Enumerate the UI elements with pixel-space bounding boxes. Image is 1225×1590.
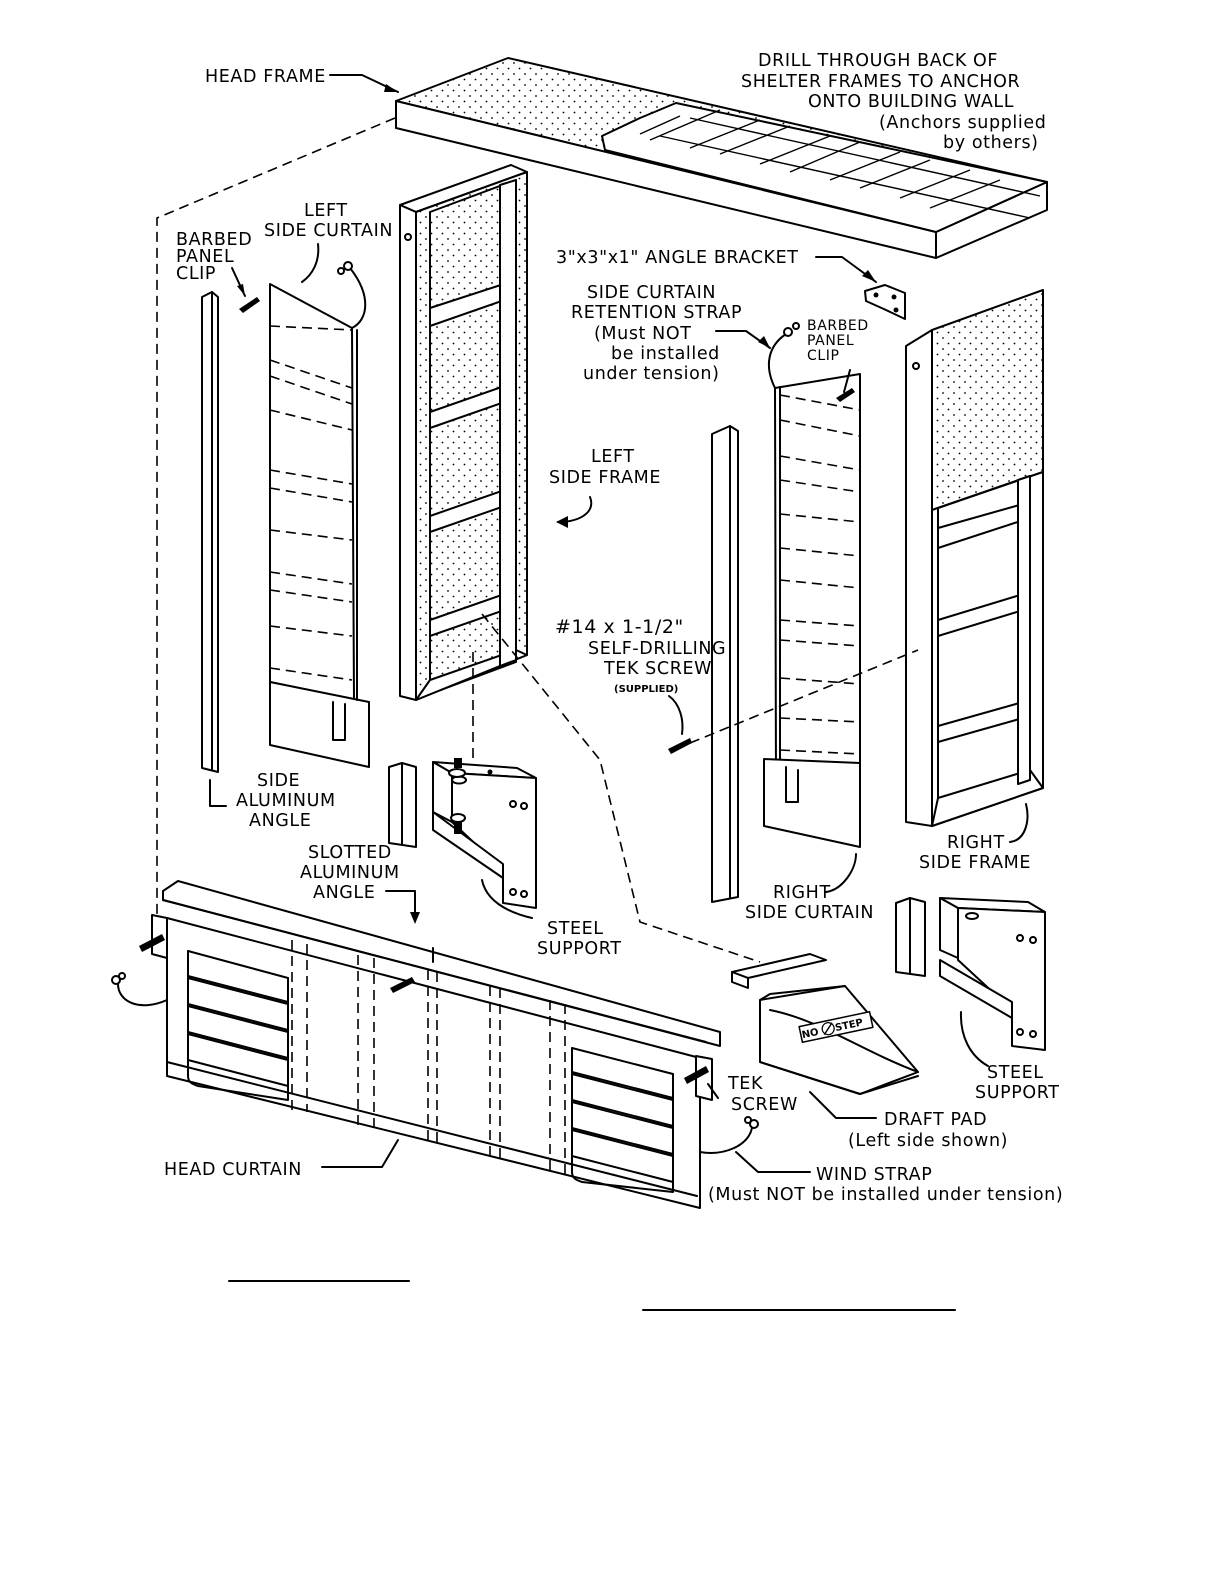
- left-side-frame: [399, 164, 528, 701]
- draft-pad-leader: [809, 1091, 877, 1119]
- head-frame: [395, 57, 1048, 259]
- slotted-angle-leader: [385, 890, 416, 919]
- label-screw-3: TEK SCREW: [603, 659, 712, 679]
- tek-screw-icon-supplied: [668, 695, 692, 754]
- label-side-angle-1: SIDE: [257, 771, 300, 791]
- label-barbed-left-3: CLIP: [176, 264, 216, 284]
- right-side-frame: [905, 289, 1044, 827]
- label-right-curtain-2: SIDE CURTAIN: [745, 903, 874, 923]
- label-drill-2: SHELTER FRAMES TO ANCHOR: [741, 72, 1020, 92]
- label-retention-2: RETENTION STRAP: [571, 303, 742, 323]
- right-frame-leader: [1009, 803, 1029, 843]
- side-aluminum-angle-right: [711, 425, 739, 903]
- head-curtain: [111, 880, 759, 1209]
- label-left-frame-2: SIDE FRAME: [549, 468, 661, 488]
- label-retention-5: under tension): [583, 364, 720, 384]
- label-draft-1: DRAFT PAD: [884, 1110, 987, 1130]
- label-barbed-left-2: PANEL: [176, 247, 234, 267]
- label-screw-1: #14 x 1-1/2": [555, 616, 684, 638]
- svg-text:NO: NO: [801, 1027, 820, 1041]
- label-screw-2: SELF-DRILLING: [588, 639, 726, 659]
- label-retention-4: be installed: [611, 344, 720, 364]
- steel-support-left: [388, 758, 537, 909]
- label-slotted-3: ANGLE: [313, 883, 375, 903]
- label-head-frame: HEAD FRAME: [205, 67, 326, 87]
- steel-support-right: [895, 897, 1046, 1051]
- label-slotted-1: SLOTTED: [308, 843, 392, 863]
- label-right-frame-2: SIDE FRAME: [919, 853, 1031, 873]
- no-step-logo: NO STEP: [798, 1010, 874, 1044]
- angle-bracket: [864, 284, 906, 320]
- tek-screw-leader: [707, 1083, 719, 1099]
- draft-pad: NO STEP: [731, 953, 919, 1095]
- label-left-frame-1: LEFT: [591, 447, 635, 467]
- side-angle-leader: [209, 779, 227, 807]
- label-tek-2: SCREW: [731, 1095, 798, 1115]
- label-barbed-left-1: BARBED: [176, 230, 252, 250]
- barbed-panel-clip-icon-right: [836, 369, 855, 402]
- label-steel-right-2: SUPPORT: [975, 1083, 1060, 1103]
- label-side-angle-3: ANGLE: [249, 811, 311, 831]
- label-right-frame-1: RIGHT: [947, 833, 1005, 853]
- label-barbed-right-3: CLIP: [807, 348, 840, 364]
- alignment-line-draft: [481, 613, 761, 963]
- left-curtain-leader: [301, 243, 320, 283]
- label-steel-right-1: STEEL: [987, 1063, 1044, 1083]
- label-right-curtain-1: RIGHT: [773, 883, 831, 903]
- label-angle-bracket: 3"x3"x1" ANGLE BRACKET: [556, 248, 799, 268]
- right-curtain-leader: [825, 853, 857, 893]
- label-left-curtain-2: SIDE CURTAIN: [264, 221, 393, 241]
- label-drill-1: DRILL THROUGH BACK OF: [758, 51, 998, 71]
- head-frame-leader: [329, 74, 399, 93]
- label-retention-1: SIDE CURTAIN: [587, 283, 716, 303]
- label-drill-3: ONTO BUILDING WALL: [808, 92, 1014, 112]
- label-steel-left-1: STEEL: [547, 919, 604, 939]
- label-barbed-right-2: PANEL: [807, 333, 854, 349]
- barbed-panel-clip-icon-left: [231, 267, 260, 313]
- head-curtain-leader: [321, 1139, 399, 1168]
- label-barbed-right-1: BARBED: [807, 318, 869, 334]
- label-wind-2: (Must NOT be installed under tension): [708, 1185, 1063, 1205]
- blank-rules: [228, 1280, 956, 1311]
- callout-labels: HEAD FRAME DRILL THROUGH BACK OF SHELTER…: [164, 51, 1063, 1205]
- alignment-line-screw: [689, 649, 919, 744]
- left-frame-leader: [557, 496, 593, 523]
- label-drill-4: (Anchors supplied: [879, 113, 1046, 133]
- right-side-curtain: [763, 322, 861, 848]
- label-slotted-2: ALUMINUM: [300, 863, 400, 883]
- label-wind-1: WIND STRAP: [816, 1165, 932, 1185]
- steel-support-right-leader: [959, 1011, 989, 1067]
- steel-support-left-leader: [481, 879, 533, 919]
- label-draft-2: (Left side shown): [848, 1131, 1008, 1151]
- label-head-curtain: HEAD CURTAIN: [164, 1160, 302, 1180]
- label-drill-5: by others): [943, 133, 1039, 153]
- label-side-angle-2: ALUMINUM: [236, 791, 336, 811]
- label-retention-3: (Must NOT: [594, 324, 692, 344]
- label-screw-4: (SUPPLIED): [614, 684, 678, 695]
- angle-bracket-leader: [815, 256, 877, 283]
- left-side-curtain: [269, 261, 370, 768]
- label-left-curtain-1: LEFT: [304, 201, 348, 221]
- alignment-line-head-left: [156, 117, 396, 918]
- label-steel-left-2: SUPPORT: [537, 939, 622, 959]
- side-aluminum-angle-left: [201, 291, 219, 773]
- label-tek-1: TEK: [727, 1074, 763, 1094]
- wind-strap-leader: [735, 1151, 811, 1173]
